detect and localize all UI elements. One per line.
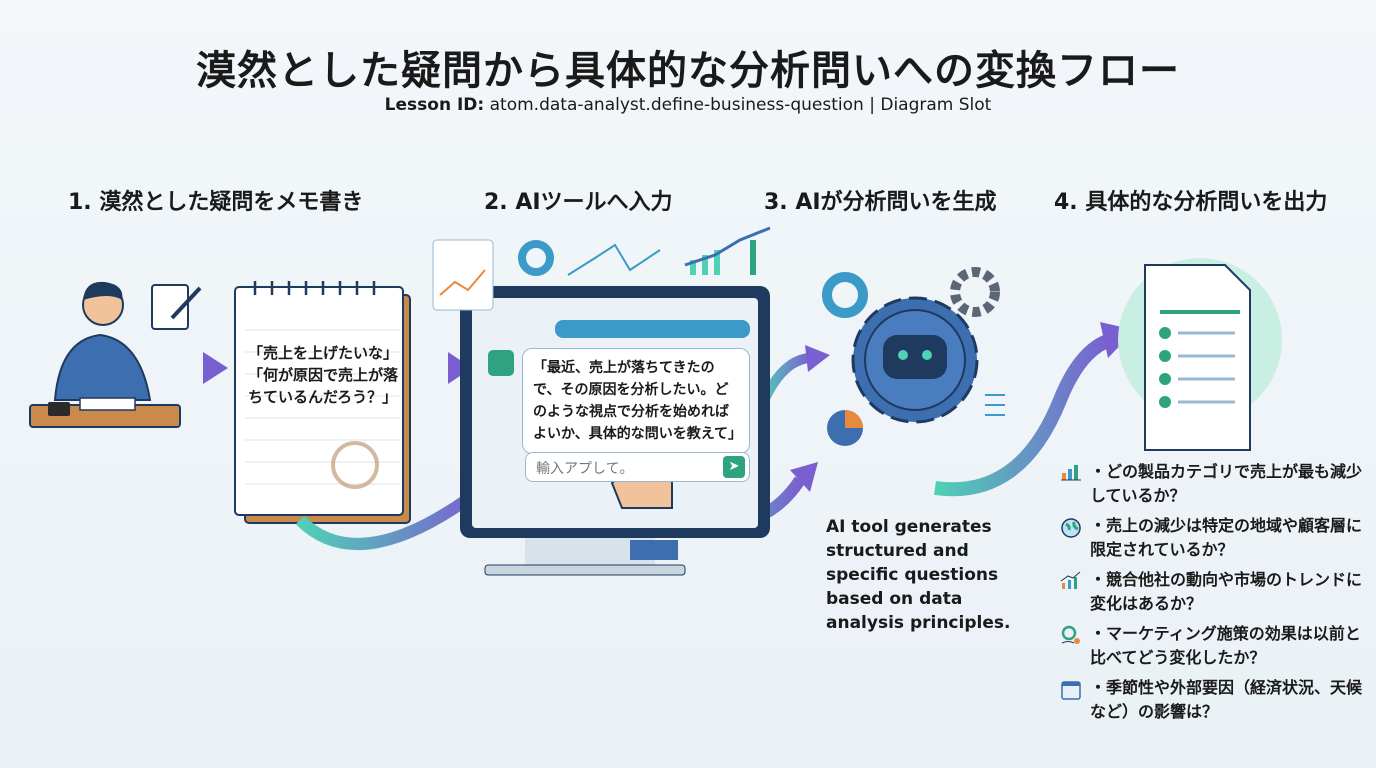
document-icon [1118,258,1282,451]
list-item: ・売上の減少は特定の地域や顧客層に限定されているか？ [1060,514,1370,562]
chatgpt-logo-icon [488,350,514,376]
ai-robot-gear-icon [822,267,1005,446]
list-item: ・どの製品カテゴリで売上が最も減少しているか？ [1060,460,1370,508]
globe-icon [1061,518,1081,538]
question-text: ・マーケティング施策の効果は以前と比べてどう変化したか？ [1090,624,1361,667]
dashboard-icons [432,226,771,311]
question-text: ・売上の減少は特定の地域や顧客層に限定されているか？ [1090,516,1363,559]
person-writing-icon [29,281,181,428]
lesson-id-label: Lesson ID: [384,95,485,115]
question-text: ・季節性や外部要因（経済状況、天候など）の影響は？ [1090,678,1363,721]
arrow-icon [203,352,228,384]
question-text: ・どの製品カテゴリで売上が最も減少しているか？ [1090,462,1363,505]
memo-text: 「売上を上げたいな」 「何が原因で売上が落ちているんだろう？」 [248,342,408,408]
step-2-heading: 2. AIツールへ入力 [484,190,673,215]
chat-input[interactable]: 輸入アプして｡ ➤ [525,452,750,482]
question-text: ・競合他社の動向や市場のトレンドに変化はあるか？ [1090,570,1363,613]
notepad-pen-icon [151,284,202,330]
ai-description: AI tool generates structured and specifi… [826,517,1011,633]
step-3-heading: 3. AIが分析問いを生成 [764,190,997,215]
send-button[interactable]: ➤ [723,456,745,478]
list-item: ・マーケティング施策の効果は以前と比べてどう変化したか？ [1060,622,1370,670]
page-title: 漠然とした疑問から具体的な分析問いへの変換フロー [196,48,1180,94]
list-item: ・競合他社の動向や市場のトレンドに変化はあるか？ [1060,568,1370,616]
calendar-icon [1061,681,1081,700]
trend-chart-icon [1060,571,1081,589]
step-1-heading: 1. 漠然とした疑問をメモ書き [68,190,364,215]
lesson-id: Lesson ID: atom.data-analyst.define-busi… [0,95,1376,115]
step-4-heading: 4. 具体的な分析問いを出力 [1054,190,1328,215]
marketing-icon [1061,625,1080,644]
notebook-icon [234,281,411,524]
list-item: ・季節性や外部要因（経済状況、天候など）の影響は？ [1060,676,1370,724]
lesson-id-value: atom.data-analyst.define-business-questi… [484,95,992,115]
memo-line-1: 「売上を上げたいな」 [248,344,399,362]
bar-chart-icon [1061,465,1081,481]
question-list: ・どの製品カテゴリで売上が最も減少しているか？ ・売上の減少は特定の地域や顧客層… [1060,460,1370,730]
chat-input-value: 輸入アプして｡ [536,461,627,477]
memo-line-2: 「何が原因で売上が落ちているんだろう？」 [248,366,399,406]
chat-prompt-bubble: 「最近、売上が落ちてきたので、その原因を分析したい。どのような視点で分析を始めれ… [522,348,750,454]
